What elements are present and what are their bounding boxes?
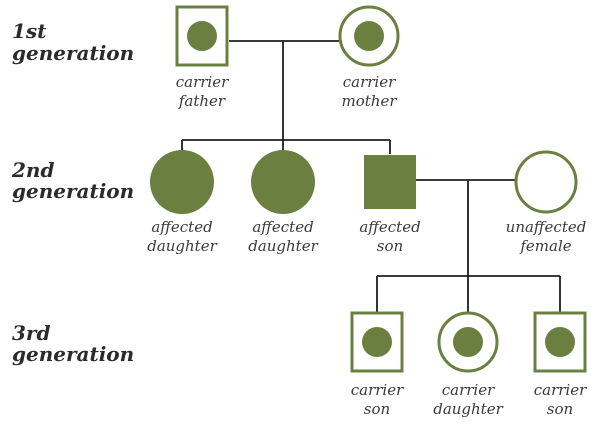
label-carrier-son-2-line2: son bbox=[547, 400, 573, 418]
generation-label-3-number: 3rd bbox=[12, 321, 50, 345]
label-unaffected-female-line2: female bbox=[519, 237, 571, 255]
generation-label-1: 1st generation bbox=[12, 19, 134, 65]
individual-carrier-father bbox=[175, 5, 229, 67]
individual-affected-daughter-2 bbox=[251, 150, 315, 214]
affected-son-square-filled bbox=[364, 155, 416, 209]
label-affected-son-line1: affected bbox=[359, 218, 420, 236]
generation-label-1-word: generation bbox=[12, 41, 134, 65]
individual-carrier-mother bbox=[338, 5, 400, 67]
label-carrier-father-line2: father bbox=[178, 92, 226, 110]
individual-unaffected-female bbox=[514, 150, 578, 214]
generation-label-1-number: 1st bbox=[12, 19, 47, 43]
label-affected-daughter-2-line2: daughter bbox=[248, 237, 318, 255]
individual-carrier-son-2 bbox=[533, 311, 587, 373]
connector-lines bbox=[181, 40, 561, 312]
label-carrier-father-line1: carrier bbox=[176, 73, 229, 91]
individual-affected-son bbox=[364, 155, 416, 209]
label-affected-daughter-1-line2: daughter bbox=[147, 237, 217, 255]
generation-label-2-word: generation bbox=[12, 179, 134, 203]
individual-affected-daughter-1 bbox=[150, 150, 214, 214]
individual-carrier-son-1 bbox=[350, 311, 404, 373]
generation-label-3: 3rd generation bbox=[12, 321, 134, 366]
unaffected-female-circle-outline bbox=[514, 150, 578, 214]
label-carrier-son-1-line1: carrier bbox=[351, 381, 404, 399]
generation-label-3-word: generation bbox=[12, 342, 134, 366]
affected-daughter-2-circle-filled bbox=[251, 150, 315, 214]
label-carrier-mother-line1: carrier bbox=[343, 73, 396, 91]
generation-label-2: 2nd generation bbox=[11, 158, 134, 203]
carrier-son-2-square-outline bbox=[533, 311, 587, 373]
label-carrier-daughter-line2: daughter bbox=[433, 400, 503, 418]
label-carrier-son-1-line2: son bbox=[364, 400, 390, 418]
label-affected-son-line2: son bbox=[377, 237, 403, 255]
individual-labels: carrier father carrier mother affected d… bbox=[147, 73, 587, 418]
individuals bbox=[150, 5, 587, 373]
label-carrier-daughter-line1: carrier bbox=[442, 381, 495, 399]
generation-label-2-number: 2nd bbox=[11, 158, 54, 182]
individual-carrier-daughter bbox=[437, 311, 499, 373]
label-unaffected-female-line1: unaffected bbox=[506, 218, 587, 236]
carrier-father-carrier-dot bbox=[187, 21, 217, 51]
label-carrier-mother-line2: mother bbox=[342, 92, 398, 110]
carrier-son-2-carrier-dot bbox=[545, 327, 575, 357]
label-affected-daughter-1-line1: affected bbox=[151, 218, 212, 236]
affected-daughter-1-circle-filled bbox=[150, 150, 214, 214]
carrier-daughter-carrier-dot bbox=[453, 327, 483, 357]
label-affected-daughter-2-line1: affected bbox=[252, 218, 313, 236]
carrier-son-1-carrier-dot bbox=[362, 327, 392, 357]
label-carrier-son-2-line1: carrier bbox=[534, 381, 587, 399]
carrier-mother-carrier-dot bbox=[354, 21, 384, 51]
